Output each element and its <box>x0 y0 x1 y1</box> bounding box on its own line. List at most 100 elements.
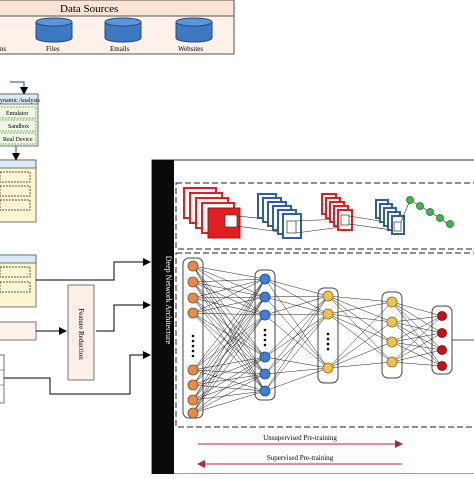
connector-sources-to-analysis <box>10 81 28 95</box>
supervised-arrow: Supervised Pre-training <box>197 454 402 468</box>
dnn-edge <box>327 313 393 363</box>
dnn-node-layer-2 <box>259 385 271 397</box>
dnn-edge <box>391 301 443 351</box>
dnn-edge <box>391 301 443 317</box>
dnn-edge <box>192 278 266 414</box>
dnn-edge <box>192 265 266 392</box>
dnn-edge <box>192 278 266 371</box>
dnn-connections <box>192 265 443 414</box>
dnn-edge <box>391 315 443 363</box>
dnn-nodes <box>187 260 447 419</box>
dnn-edge <box>192 265 266 358</box>
cnn-link <box>295 226 342 234</box>
dnn-edge <box>192 314 266 386</box>
dnn-node-layer-2 <box>259 273 271 285</box>
dnn-edge <box>192 356 266 414</box>
connector-reduction-to-network <box>96 301 151 332</box>
dnn-edge <box>391 332 443 363</box>
cnn-link <box>348 223 393 231</box>
dnn-node-layer-2 <box>259 351 271 363</box>
layer-3-container <box>317 287 339 384</box>
dnn-edge <box>192 265 266 375</box>
dnn-edge <box>192 390 266 401</box>
unsupervised-arrow: Unsupervised Pre-training <box>198 434 403 448</box>
dnn-node-layer-4 <box>386 296 398 308</box>
dnn-node-layer-3 <box>322 290 334 302</box>
dnn-node-layer-4 <box>386 316 398 328</box>
dnn-node-layer-5 <box>437 345 447 355</box>
dense-output-nodes <box>406 196 454 228</box>
dnn-edge <box>264 278 329 369</box>
dnn-edge <box>327 341 393 369</box>
ellipsis-dot <box>326 347 330 351</box>
dnn-edge <box>192 314 266 371</box>
dnn-edge <box>192 390 266 414</box>
dnn-edge <box>192 314 266 414</box>
dnn-edge <box>264 295 329 358</box>
data-sources-title: Data Sources <box>60 3 118 15</box>
dnn-node-layer-2 <box>259 368 271 380</box>
ellipsis-dot <box>191 344 195 348</box>
dnn-edge <box>192 373 266 414</box>
dnn-edge <box>391 315 443 323</box>
dnn-edge <box>192 265 266 316</box>
dnn-edge <box>192 356 266 371</box>
dnn-edge <box>192 312 266 358</box>
dynamic-analysis-title: ynamic Analysis <box>0 98 40 104</box>
dnn-edge <box>192 265 266 280</box>
dnn-edge <box>391 315 443 343</box>
dnn-node-layer-2 <box>259 309 271 321</box>
dnn-edge <box>192 278 266 283</box>
dnn-edge <box>192 312 266 316</box>
dnn-edge <box>264 367 329 375</box>
dnn-edge <box>327 295 393 343</box>
dnn-edge <box>192 281 266 358</box>
feature-box-lower <box>0 254 37 308</box>
ellipsis-dot <box>191 354 195 358</box>
dnn-edge <box>192 297 266 316</box>
feature-reduction-box: Feature Reduction <box>67 284 95 381</box>
dnn-edge <box>327 313 393 343</box>
files-database-icon <box>35 17 73 43</box>
dnn-edge <box>192 296 266 401</box>
dnn-node-layer-1 <box>187 379 199 391</box>
dnn-edge <box>391 341 443 351</box>
dnn-ellipsis <box>191 328 330 358</box>
source-label-ns: ns <box>0 45 7 53</box>
dnn-edge <box>192 297 266 358</box>
dnn-node-layer-3 <box>322 308 334 320</box>
emulator-label: Emulator <box>6 111 28 117</box>
dnn-node-layer-1 <box>187 292 199 304</box>
dnn-edge <box>192 312 266 392</box>
dnn-edge <box>192 281 266 375</box>
dnn-node-layer-4 <box>386 356 398 368</box>
dnn-edge <box>264 295 329 375</box>
dnn-edge <box>192 297 266 375</box>
dnn-edge <box>264 295 329 392</box>
connector-lower-to-network <box>36 258 151 281</box>
dnn-edge <box>264 313 329 358</box>
dnn-edge <box>192 356 266 386</box>
dnn-edge <box>192 356 266 401</box>
dnn-edge <box>192 278 266 386</box>
emails-database-icon <box>104 17 142 43</box>
ellipsis-dot <box>191 349 195 353</box>
dnn-node-layer-4 <box>386 336 398 348</box>
dnn-edge <box>192 278 266 299</box>
supervised-label: Supervised Pre-training <box>267 454 334 462</box>
ellipsis-dot <box>191 334 195 338</box>
dnn-edge <box>327 295 393 323</box>
feature-reduction-label: Feature Reduction <box>77 308 85 360</box>
dnn-edge <box>327 313 393 323</box>
dnn-edge <box>391 361 443 367</box>
feature-box-upper <box>0 159 37 223</box>
ellipsis-dot <box>326 342 330 346</box>
websites-database-icon <box>175 17 213 43</box>
dnn-node-layer-1 <box>187 364 199 376</box>
dnn-edge <box>391 332 443 343</box>
source-label-websites: Websites <box>178 45 203 53</box>
blue-feature-maps-1 <box>257 193 302 239</box>
dnn-node-layer-1 <box>187 307 199 319</box>
dnn-edge <box>192 296 266 414</box>
